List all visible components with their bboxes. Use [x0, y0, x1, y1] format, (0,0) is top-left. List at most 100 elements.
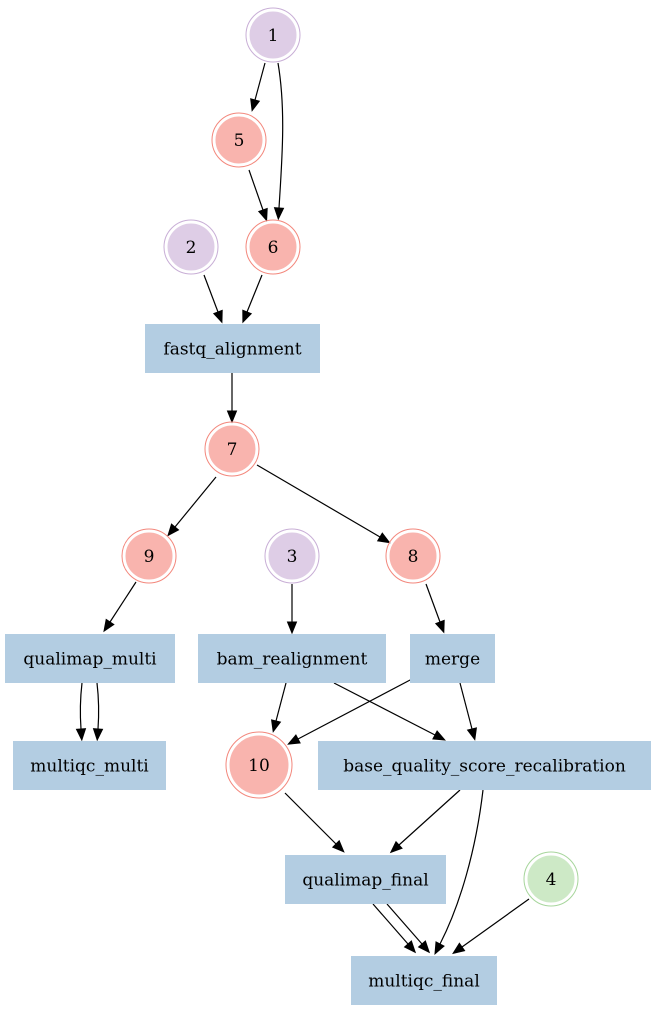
node-n9[interactable]: 9	[121, 528, 177, 584]
node-qualimap_multi[interactable]: qualimap_multi	[5, 634, 175, 683]
edge-line	[246, 274, 263, 313]
node-outer-ring	[245, 7, 301, 63]
nodes-layer: 1 2 3 4 5 6 7 8 9 10 fastq_alignment qualimap_multi…	[5, 7, 651, 1005]
node-circle	[167, 223, 215, 271]
arrowhead	[389, 840, 403, 854]
node-n3[interactable]: 3	[264, 528, 320, 584]
edge-fastq_alignment-to-n7	[226, 373, 238, 424]
node-outer-ring	[245, 219, 301, 275]
node-circle	[249, 11, 297, 59]
edge-line	[256, 464, 381, 538]
task-box	[318, 741, 651, 790]
node-bam_realignment[interactable]: bam_realignment	[198, 634, 386, 683]
edge-line	[297, 678, 413, 740]
edge-n7-to-n8	[256, 464, 391, 544]
task-box	[198, 634, 386, 683]
edge-qualimap_final-to-multiqc_final	[372, 903, 417, 954]
edge-n1-to-n6	[273, 62, 285, 221]
arrowhead	[167, 523, 180, 537]
edge-line	[398, 789, 461, 846]
edge-n6-to-fastq_alignment	[242, 274, 263, 324]
task-label: qualimap_multi	[23, 650, 157, 670]
node-n10[interactable]: 10	[225, 731, 293, 799]
node-n8[interactable]: 8	[385, 528, 441, 584]
arrowhead	[434, 619, 445, 634]
task-box	[13, 741, 166, 790]
node-qualimap_final[interactable]: qualimap_final	[285, 855, 446, 904]
task-label: fastq_alignment	[163, 340, 301, 360]
edge-line	[96, 682, 100, 730]
edge-merge-to-base_quality_score_recalibration	[459, 682, 477, 741]
node-label: 9	[144, 547, 155, 567]
edge-line	[248, 169, 264, 211]
edges-layer	[75, 62, 530, 955]
arrowhead	[417, 940, 431, 954]
arrowhead	[287, 734, 301, 745]
edge-line	[254, 62, 266, 101]
node-circle	[208, 425, 256, 473]
arrowhead	[103, 618, 115, 633]
node-outer-ring	[385, 528, 441, 584]
node-n2[interactable]: 2	[163, 219, 219, 275]
node-circle	[527, 855, 575, 903]
edge-n2-to-fastq_alignment	[203, 274, 223, 324]
edge-line	[386, 903, 423, 945]
edge-line	[425, 583, 441, 623]
arrowhead	[466, 727, 477, 741]
edge-line	[109, 581, 137, 623]
node-label: 5	[234, 131, 245, 151]
edge-merge-to-n10	[287, 678, 413, 745]
node-label: 2	[186, 238, 197, 258]
edge-line	[372, 903, 409, 945]
arrowhead	[226, 410, 238, 424]
edge-n5-to-n6	[248, 169, 268, 222]
edge-n10-to-qualimap_final	[284, 792, 345, 853]
node-n4[interactable]: 4	[523, 851, 579, 907]
arrowhead	[452, 942, 466, 955]
node-n6[interactable]: 6	[245, 219, 301, 275]
edge-n8-to-merge	[425, 583, 445, 634]
edge-line	[439, 789, 484, 945]
task-label: multiqc_final	[368, 972, 480, 992]
task-box	[5, 634, 175, 683]
node-fastq_alignment[interactable]: fastq_alignment	[145, 324, 320, 373]
node-circle	[215, 116, 263, 164]
edge-line	[174, 476, 217, 528]
node-outer-ring	[211, 112, 267, 168]
edge-base_quality_score_recalibration-to-qualimap_final	[389, 789, 461, 854]
node-outer-ring	[225, 731, 293, 799]
node-multiqc_multi[interactable]: multiqc_multi	[13, 741, 166, 790]
arrowhead	[212, 309, 223, 324]
edge-line	[459, 682, 473, 730]
edge-line	[461, 898, 530, 948]
node-outer-ring	[163, 219, 219, 275]
arrowhead	[92, 728, 104, 742]
node-n5[interactable]: 5	[211, 112, 267, 168]
edge-qualimap_final-to-multiqc_final	[386, 903, 431, 954]
arrowhead	[271, 719, 282, 733]
edge-qualimap_multi-to-multiqc_multi	[92, 682, 104, 742]
arrowhead	[242, 309, 253, 324]
node-circle	[125, 532, 173, 580]
node-circle	[389, 532, 437, 580]
node-merge[interactable]: merge	[410, 634, 495, 683]
node-label: 3	[287, 547, 298, 567]
node-n1[interactable]: 1	[245, 7, 301, 63]
arrowhead	[376, 532, 391, 544]
edge-n4-to-multiqc_final	[452, 898, 530, 955]
edge-line	[203, 274, 219, 313]
node-n7[interactable]: 7	[204, 421, 260, 477]
task-box	[351, 956, 497, 1005]
arrowhead	[273, 207, 285, 221]
node-label: 1	[268, 26, 279, 46]
node-outer-ring	[264, 528, 320, 584]
edge-bam_realignment-to-n10	[271, 682, 287, 733]
node-base_quality_score_recalibration[interactable]: base_quality_score_recalibration	[318, 741, 651, 790]
arrowhead	[75, 728, 87, 742]
node-outer-ring	[121, 528, 177, 584]
edge-line	[333, 682, 436, 736]
node-multiqc_final[interactable]: multiqc_final	[351, 956, 497, 1005]
edge-line	[275, 682, 287, 722]
edge-n3-to-bam_realignment	[286, 584, 298, 635]
